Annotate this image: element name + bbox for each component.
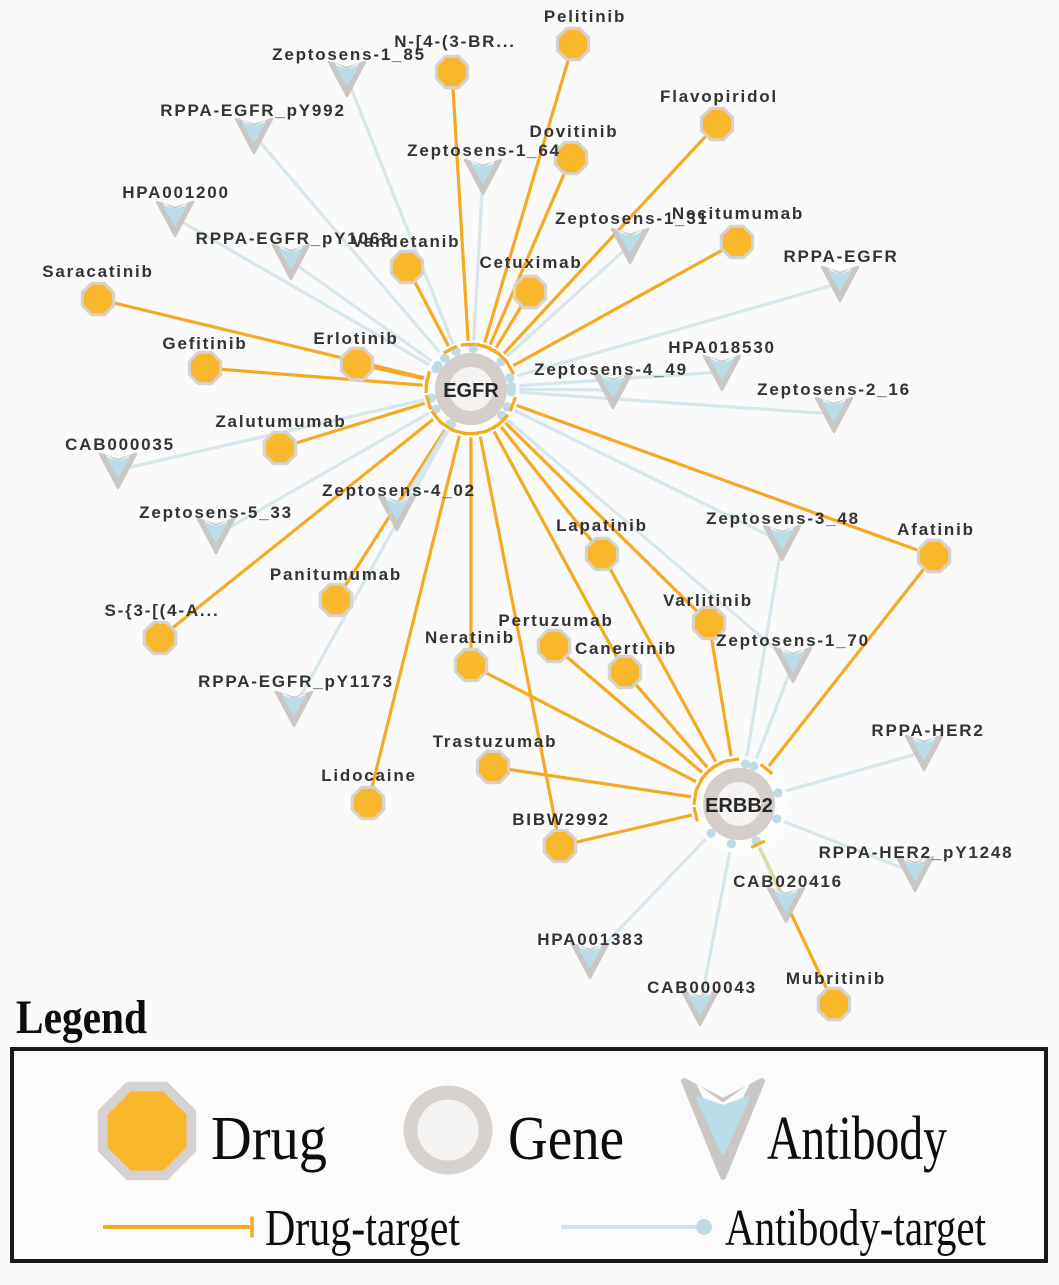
svg-text:Canertinib: Canertinib: [575, 639, 677, 658]
svg-text:Gene: Gene: [508, 1105, 624, 1173]
svg-text:CAB000043: CAB000043: [647, 978, 757, 997]
svg-text:Zalutumumab: Zalutumumab: [215, 412, 346, 431]
svg-text:Antibody-target: Antibody-target: [725, 1200, 986, 1257]
svg-text:Zeptosens-1_64: Zeptosens-1_64: [407, 141, 561, 160]
svg-text:RPPA-EGFR_pY992: RPPA-EGFR_pY992: [160, 101, 345, 120]
svg-text:Mubritinib: Mubritinib: [786, 969, 886, 988]
svg-text:Afatinib: Afatinib: [897, 520, 975, 539]
svg-text:Zeptosens-1_85: Zeptosens-1_85: [272, 45, 426, 64]
svg-text:Zeptosens-4_02: Zeptosens-4_02: [322, 481, 476, 500]
svg-text:Vandetanib: Vandetanib: [352, 232, 461, 251]
svg-text:Pertuzumab: Pertuzumab: [498, 611, 613, 630]
svg-text:Zeptosens-4_49: Zeptosens-4_49: [534, 360, 688, 379]
svg-text:BIBW2992: BIBW2992: [512, 810, 610, 829]
svg-text:Varlitinib: Varlitinib: [663, 591, 753, 610]
svg-text:Antibody: Antibody: [767, 1105, 947, 1173]
svg-text:Cetuximab: Cetuximab: [479, 253, 582, 272]
svg-text:HPA001383: HPA001383: [537, 930, 645, 949]
svg-text:Lidocaine: Lidocaine: [321, 766, 417, 785]
svg-text:Pelitinib: Pelitinib: [544, 7, 626, 26]
svg-text:RPPA-EGFR: RPPA-EGFR: [783, 247, 898, 266]
svg-text:N-[4-(3-BR...: N-[4-(3-BR...: [394, 32, 516, 51]
svg-text:CAB020416: CAB020416: [733, 872, 843, 891]
svg-text:Zeptosens-1_70: Zeptosens-1_70: [716, 631, 870, 650]
svg-text:Erlotinib: Erlotinib: [313, 329, 398, 348]
svg-text:Necitumumab: Necitumumab: [672, 204, 804, 223]
svg-text:Drug-target: Drug-target: [265, 1200, 460, 1257]
svg-text:Neratinib: Neratinib: [425, 628, 515, 647]
svg-text:CAB000035: CAB000035: [65, 435, 175, 454]
svg-text:RPPA-EGFR_pY1173: RPPA-EGFR_pY1173: [198, 672, 394, 691]
svg-text:Legend: Legend: [16, 991, 147, 1044]
svg-text:RPPA-HER2_pY1248: RPPA-HER2_pY1248: [819, 843, 1014, 862]
svg-text:Drug: Drug: [211, 1105, 327, 1173]
svg-text:ERBB2: ERBB2: [705, 795, 773, 817]
svg-text:HPA001200: HPA001200: [122, 183, 230, 202]
svg-text:Flavopiridol: Flavopiridol: [660, 87, 778, 106]
svg-text:Zeptosens-1_31: Zeptosens-1_31: [555, 209, 709, 228]
svg-text:Panitumumab: Panitumumab: [270, 565, 402, 584]
svg-text:RPPA-HER2: RPPA-HER2: [871, 721, 984, 740]
svg-text:Gefitinib: Gefitinib: [162, 334, 247, 353]
svg-text:Trastuzumab: Trastuzumab: [433, 732, 558, 751]
svg-text:S-{3-[(4-A...: S-{3-[(4-A...: [104, 601, 219, 620]
svg-text:Lapatinib: Lapatinib: [556, 516, 648, 535]
svg-text:Zeptosens-3_48: Zeptosens-3_48: [706, 509, 860, 528]
svg-text:Zeptosens-5_33: Zeptosens-5_33: [139, 503, 293, 522]
svg-text:Dovitinib: Dovitinib: [530, 122, 619, 141]
svg-text:RPPA-EGFR_pY1068: RPPA-EGFR_pY1068: [196, 229, 393, 248]
svg-text:HPA018530: HPA018530: [668, 338, 776, 357]
svg-text:Saracatinib: Saracatinib: [42, 262, 153, 281]
svg-text:EGFR: EGFR: [443, 380, 499, 402]
svg-text:Zeptosens-2_16: Zeptosens-2_16: [757, 380, 911, 399]
